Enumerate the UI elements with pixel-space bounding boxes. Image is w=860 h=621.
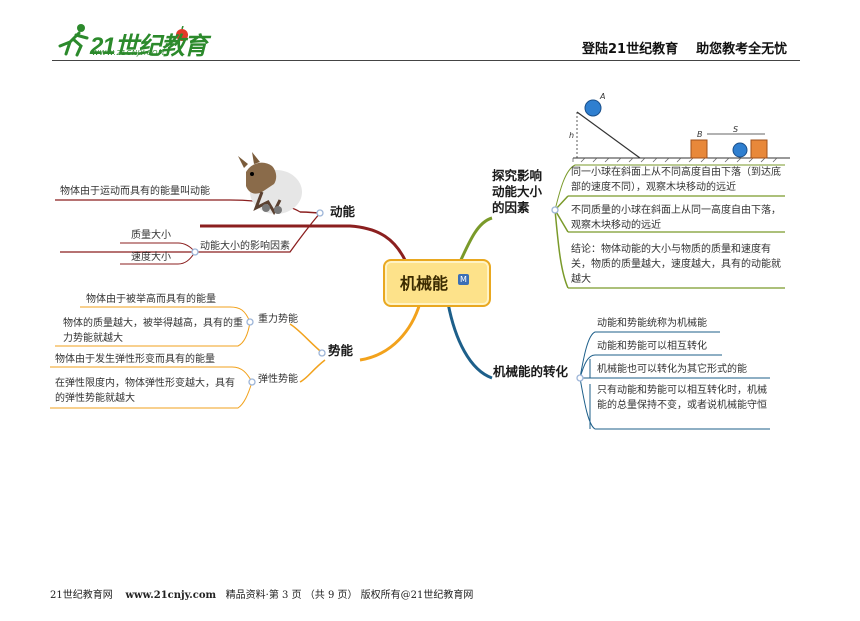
- potential-trunk: [359, 302, 422, 362]
- block-icon: [750, 139, 768, 159]
- header-slogan: 登陆21世纪教育 助您教考全无忧: [582, 38, 787, 57]
- conversion-item-2: 动能和势能可以相互转化: [597, 341, 707, 352]
- runner-logo-icon: [58, 24, 89, 57]
- branch-explore[interactable]: 探究影响动能大小的因素: [492, 168, 543, 215]
- gravity-dot: [246, 318, 254, 326]
- gravity-rule-line: [55, 321, 251, 347]
- fig-label-a: A: [599, 92, 605, 101]
- elastic-rule-line: [50, 381, 253, 409]
- explore-dot: [551, 206, 559, 214]
- apple-logo-icon: [176, 26, 188, 41]
- potential-dot: [318, 349, 326, 357]
- conversion-item1-line: [579, 331, 720, 379]
- center-node[interactable]: [383, 259, 491, 307]
- conversion-item-3: 机械能也可以转化为其它形式的能: [597, 364, 747, 375]
- conversion-dot: [576, 374, 584, 382]
- coyote-illustration: [238, 152, 302, 216]
- elastic-label: 弹性势能: [258, 374, 298, 385]
- branch-conversion[interactable]: 机械能的转化: [493, 364, 569, 379]
- factors-dot: [191, 248, 199, 256]
- map-badge-icon[interactable]: M: [458, 274, 469, 285]
- branch-potential[interactable]: 势能: [328, 343, 354, 358]
- conversion-item-4: 只有动能和势能可以相互转化时，机械能的总量保持不变，或者说机械能守恒: [597, 385, 767, 411]
- explore-item-3: 结论：物体动能的大小与物质的质量和速度有关，物质的质量越大，速度越大，具有的动能…: [571, 244, 781, 285]
- logo: [54, 22, 194, 60]
- gravity-label: 重力势能: [258, 314, 298, 325]
- explore-item1-line: [554, 164, 785, 211]
- header-divider: [52, 60, 800, 61]
- ball-icon: [732, 142, 748, 158]
- logo-text: 21世纪教育: [90, 33, 208, 60]
- ball-a-icon: [584, 99, 602, 117]
- kinetic-factors-label: 动能大小的影响因素: [200, 241, 290, 252]
- kinetic-factors-line: [60, 212, 321, 253]
- elastic-dot: [248, 378, 256, 386]
- conversion-item2-line: [579, 354, 722, 379]
- incline-experiment-figure: A h B S: [569, 92, 790, 163]
- slogan-right: 助您教考全无忧: [696, 42, 788, 57]
- explore-item-2: 不同质量的小球在斜面上从同一高度自由下落，观察木块移动的远近: [571, 205, 781, 231]
- slogan-left: 登陆21世纪教育: [582, 42, 679, 57]
- explore-trunk: [458, 216, 493, 263]
- block-b-icon: [690, 139, 708, 159]
- conversion-item4-line: [579, 377, 770, 430]
- footer-site: 21世纪教育网: [50, 590, 113, 601]
- factor-speed: 速度大小: [131, 252, 171, 263]
- footer-info: 精品资料·第 3 页 （共 9 页） 版权所有@21世纪教育网: [225, 590, 474, 601]
- gravity-rule: 物体的质量越大，被举得越高，具有的重力势能就越大: [63, 318, 243, 344]
- elastic-definition: 物体由于发生弹性形变而具有的能量: [55, 354, 215, 365]
- explore-item-1: 同一小球在斜面上从不同高度自由下落（到达底部的速度不同），观察木块移动的远近: [571, 167, 781, 193]
- footer-url[interactable]: www.21cnjy.com: [125, 590, 217, 601]
- fig-label-h: h: [569, 131, 574, 140]
- logo-url: WWW.21CNJY.COM: [92, 49, 165, 57]
- gravity-def-line: [80, 306, 251, 323]
- kinetic-trunk: [200, 224, 407, 261]
- elastic-branch: [299, 359, 326, 383]
- page-footer: 21世纪教育网 www.21cnjy.com 精品资料·第 3 页 （共 9 页…: [50, 586, 473, 601]
- conversion-trunk: [446, 302, 493, 380]
- factor-mass: 质量大小: [131, 230, 171, 241]
- gravity-definition: 物体由于被举高而具有的能量: [86, 294, 216, 305]
- conversion-item-1: 动能和势能统称为机械能: [597, 318, 707, 329]
- fig-label-b: B: [697, 130, 703, 139]
- kinetic-definition: 物体由于运动而具有的能量叫动能: [60, 186, 210, 197]
- branch-kinetic[interactable]: 动能: [330, 204, 356, 219]
- elastic-rule: 在弹性限度内，物体弹性形变越大，具有的弹性势能就越大: [55, 378, 235, 404]
- center-label: 机械能: [400, 274, 449, 293]
- fig-label-s: S: [733, 125, 738, 134]
- kinetic-dot: [316, 209, 324, 217]
